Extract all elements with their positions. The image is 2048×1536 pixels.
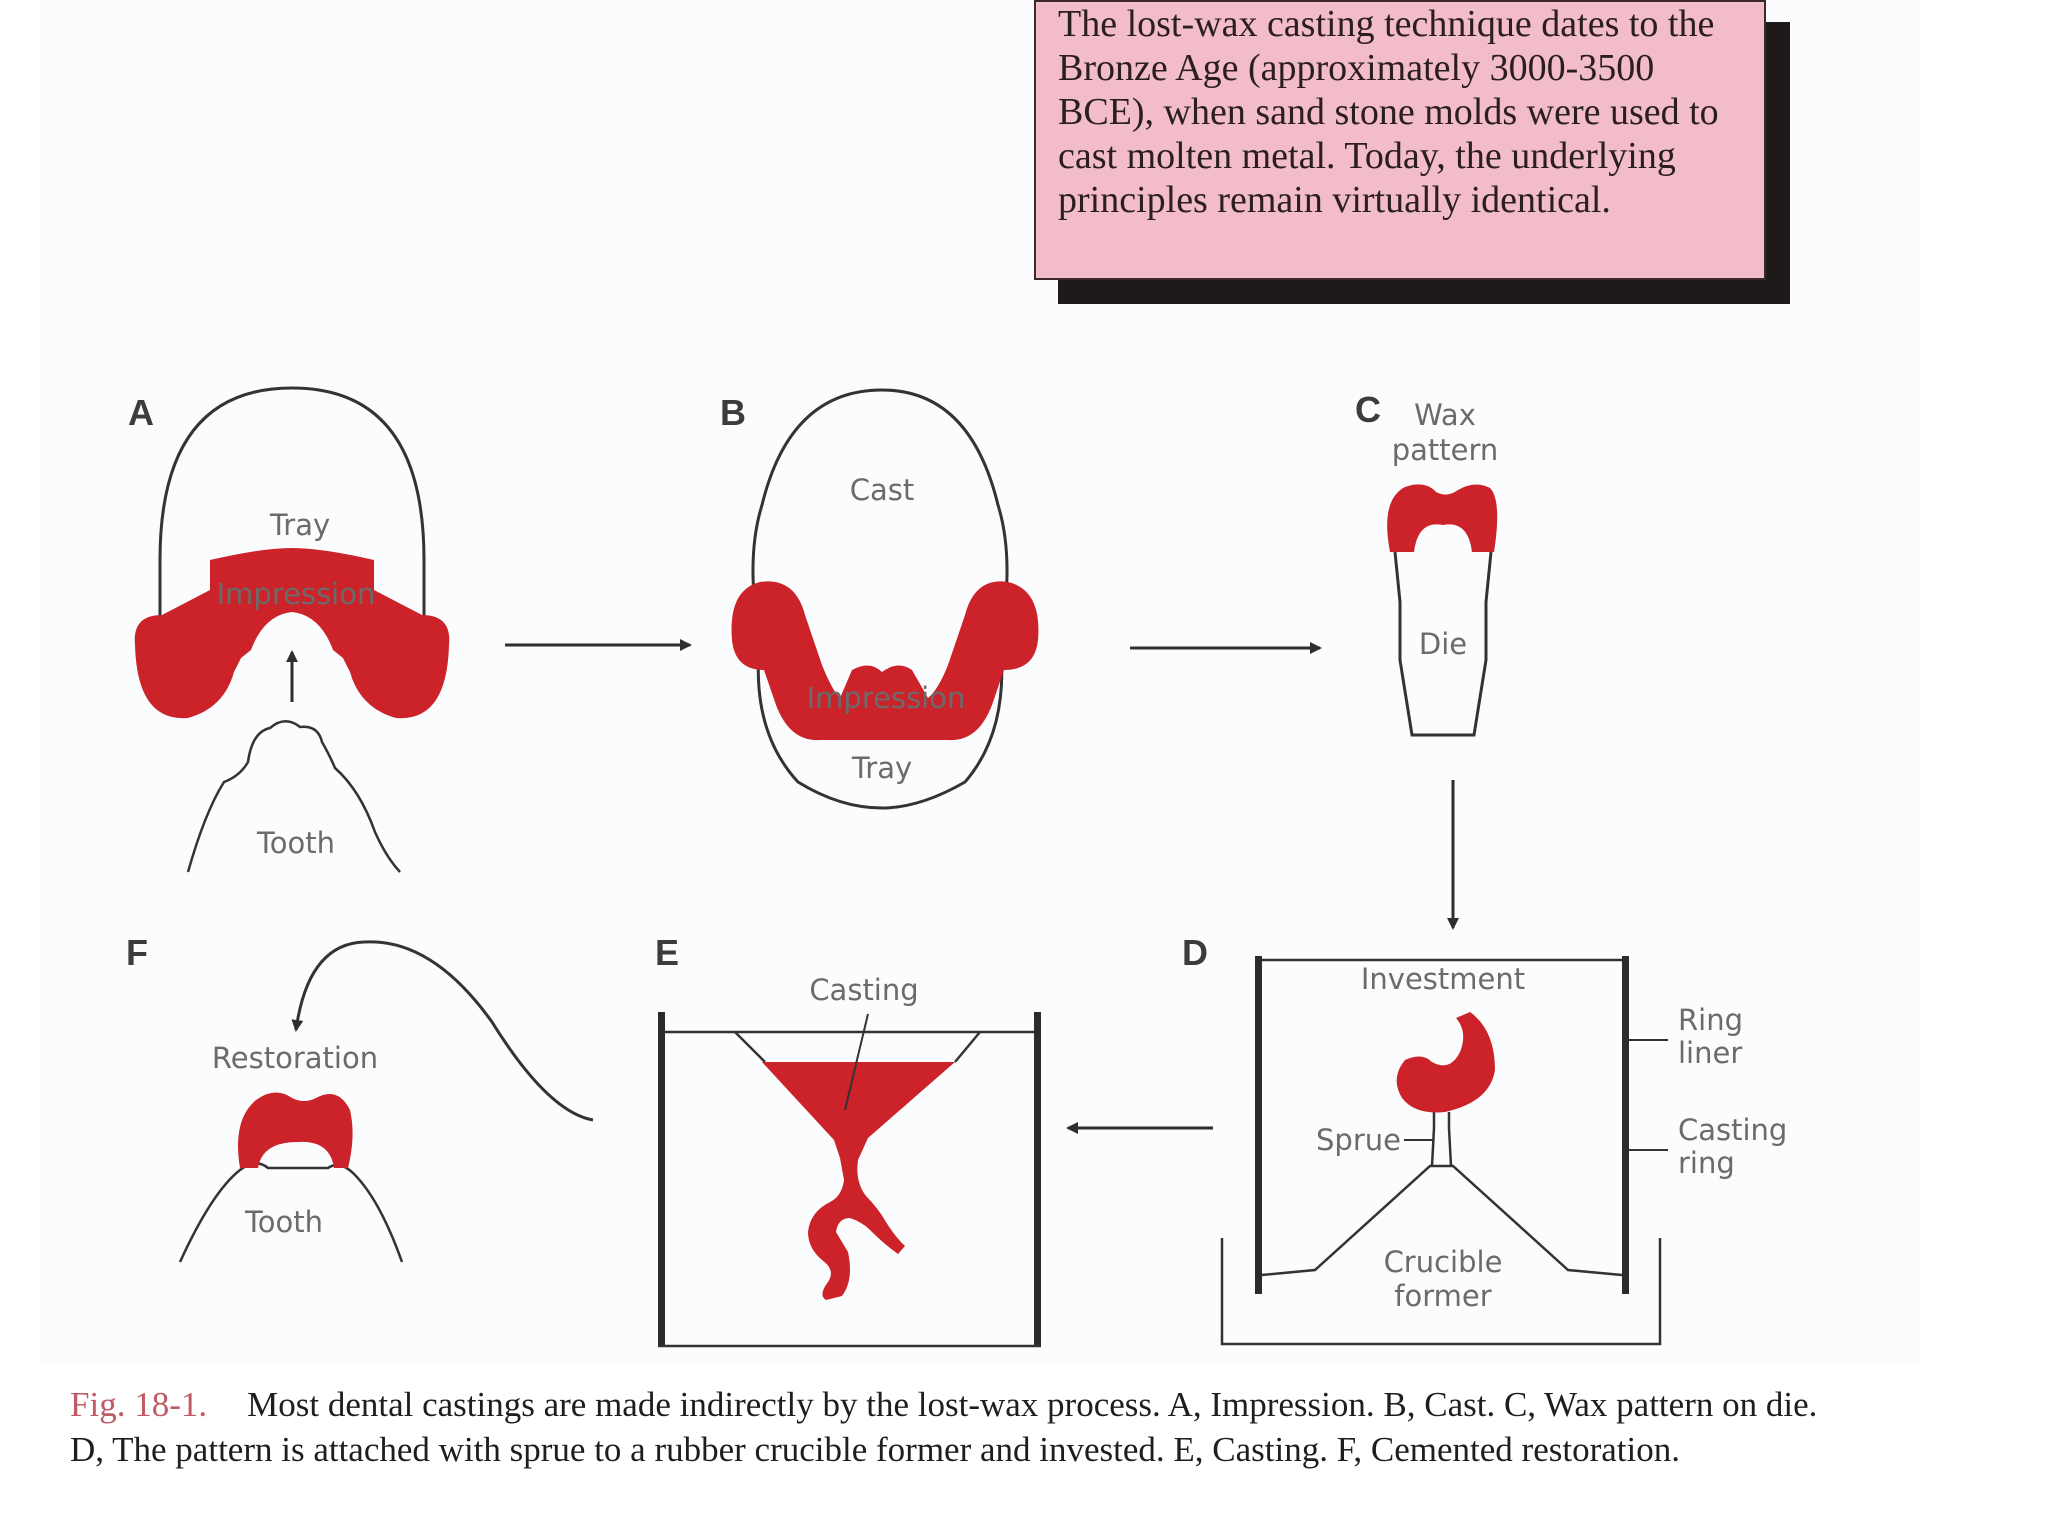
crucible-former-d xyxy=(1261,1164,1623,1277)
figure-number: Fig. 18-1. xyxy=(70,1385,208,1424)
label-die-c: Die xyxy=(1419,627,1467,661)
crucible-funnel-outline-e xyxy=(734,1031,981,1063)
return-curve-arrow-f xyxy=(291,940,594,1122)
label-former-d: former xyxy=(1394,1279,1491,1313)
panel-d: D Investment Ring liner Casting ring Spr… xyxy=(1182,932,1787,1346)
panel-letter-e: E xyxy=(655,932,679,973)
panel-letter-d: D xyxy=(1182,932,1208,973)
panel-e: E Casting xyxy=(655,932,1041,1348)
label-cast-b: Cast xyxy=(850,473,915,507)
casting-leader-e xyxy=(844,1013,869,1111)
impression-material-b xyxy=(731,581,1039,741)
process-arrows xyxy=(505,639,1459,1134)
wax-pattern-c xyxy=(1387,484,1498,552)
panel-letter-f: F xyxy=(126,932,148,973)
label-pattern-c: pattern xyxy=(1392,433,1499,467)
sprue-d xyxy=(1430,1112,1453,1167)
die-outline-c xyxy=(1393,551,1493,737)
panel-letter-a: A xyxy=(128,392,154,433)
tooth-outline-a xyxy=(186,720,401,873)
label-casting-d: Casting xyxy=(1678,1113,1787,1147)
label-impression-b: Impression xyxy=(807,681,966,715)
panel-a: A Tray Impression Tooth xyxy=(128,386,450,873)
label-tray-b: Tray xyxy=(851,751,912,785)
panel-f: F Restoration Tooth xyxy=(126,932,594,1263)
figure-caption: Fig. 18-1.Most dental castings are made … xyxy=(70,1382,1850,1472)
historical-note-box: The lost-wax casting technique dates to … xyxy=(1034,0,1766,280)
label-liner-d: liner xyxy=(1678,1036,1742,1070)
label-tooth-a: Tooth xyxy=(256,826,335,860)
molten-metal-casting-e xyxy=(762,1062,955,1300)
tooth-outline-f xyxy=(178,1162,404,1263)
tray-outline-a xyxy=(158,386,426,640)
cemented-restoration-f xyxy=(238,1092,353,1168)
impression-material-a xyxy=(134,548,450,719)
wax-pattern-d xyxy=(1396,1012,1495,1113)
panel-b: B Cast Impression Tray xyxy=(720,388,1039,810)
panel-c: C Wax pattern Die xyxy=(1355,389,1499,737)
label-ring-d: Ring xyxy=(1678,1003,1743,1037)
label-casting-e: Casting xyxy=(809,973,918,1007)
label-tooth-f: Tooth xyxy=(244,1205,323,1239)
caption-text: Most dental castings are made indirectly… xyxy=(70,1385,1818,1469)
label-crucible-d: Crucible xyxy=(1384,1245,1503,1279)
historical-note-text: The lost-wax casting technique dates to … xyxy=(1058,3,1719,221)
label-restoration-f: Restoration xyxy=(212,1041,378,1075)
casting-ring-left-wall-d xyxy=(1255,956,1262,1294)
label-wax-c: Wax xyxy=(1414,398,1476,432)
label-tray-a: Tray xyxy=(269,508,330,542)
label-investment-d: Investment xyxy=(1361,962,1525,996)
panel-letter-c: C xyxy=(1355,389,1381,430)
casting-ring-right-wall-d xyxy=(1622,956,1629,1294)
label-impression-a: Impression xyxy=(217,577,376,611)
rubber-crucible-base-d xyxy=(1220,1238,1662,1346)
label-ring2-d: ring xyxy=(1678,1146,1735,1180)
panel-letter-b: B xyxy=(720,392,746,433)
mold-right-wall-e xyxy=(1034,1012,1041,1346)
mold-left-wall-e xyxy=(658,1012,665,1346)
label-sprue-d: Sprue xyxy=(1316,1123,1401,1157)
